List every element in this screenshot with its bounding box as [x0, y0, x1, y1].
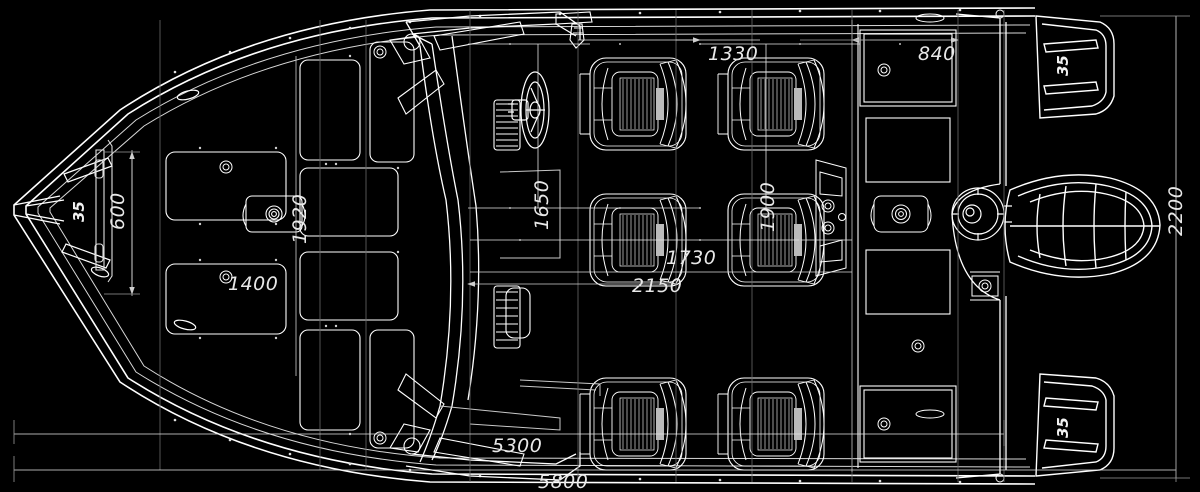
- dim-aft-width: 1900: [757, 182, 779, 232]
- gunwale-fasteners: [173, 8, 962, 484]
- dim-beam: 2200: [1165, 186, 1187, 236]
- forward-deck-hatches: [165, 41, 415, 449]
- dimension-lines: [13, 10, 1190, 482]
- motor-mount: [951, 187, 1012, 241]
- bow-stem: [13, 195, 65, 225]
- side-control-panel: [815, 159, 847, 277]
- outboard-motor: [1004, 174, 1161, 278]
- dim-cockpit-width: 1650: [531, 180, 553, 230]
- dim-console-to-seat: 1330: [708, 43, 758, 65]
- dim-bow-locker-length: 1400: [228, 273, 278, 295]
- hull-outline: [13, 7, 1036, 485]
- dim-aft-locker: 840: [918, 43, 956, 65]
- seat-helm-port[interactable]: [589, 57, 687, 151]
- steering-wheel: [508, 71, 550, 149]
- seat-row-aft-2[interactable]: [727, 377, 825, 471]
- deck-fittings: [219, 45, 387, 445]
- seat-companion-port[interactable]: [727, 57, 825, 151]
- center-deck-plate: [242, 195, 306, 233]
- bow-locker-frame: [94, 139, 113, 283]
- label-platform-lower-35: 35: [1054, 417, 1072, 438]
- stern-platform-upper: [1035, 15, 1115, 119]
- hull-inner-line: [37, 24, 1031, 468]
- dim-overall-length: 5800: [538, 471, 588, 492]
- seat-row-aft[interactable]: [589, 377, 687, 471]
- dimension-ticks: [509, 43, 901, 241]
- deck-fasteners: [198, 54, 400, 436]
- aft-lockers: [851, 20, 957, 472]
- dim-forward-cockpit-length: 1920: [289, 194, 311, 244]
- label-bow-35: 35: [70, 201, 88, 222]
- label-platform-upper-35: 35: [1054, 55, 1072, 76]
- transom: [951, 13, 1007, 479]
- dim-seat-spacing: 1730: [666, 247, 716, 269]
- dim-hull-length: 5300: [492, 435, 542, 457]
- seat-pedestals: [579, 73, 728, 455]
- aft-deck-fittings: [870, 63, 932, 431]
- console-structure: [389, 21, 531, 467]
- stern-platform-lower: [1035, 373, 1115, 477]
- dim-bow-locker-width: 600: [107, 192, 129, 230]
- windshield-assembly: [405, 11, 581, 481]
- cockpit-sole: [439, 169, 601, 431]
- dim-cockpit-total: 2150: [632, 275, 682, 297]
- transom-hardware: [915, 9, 1005, 483]
